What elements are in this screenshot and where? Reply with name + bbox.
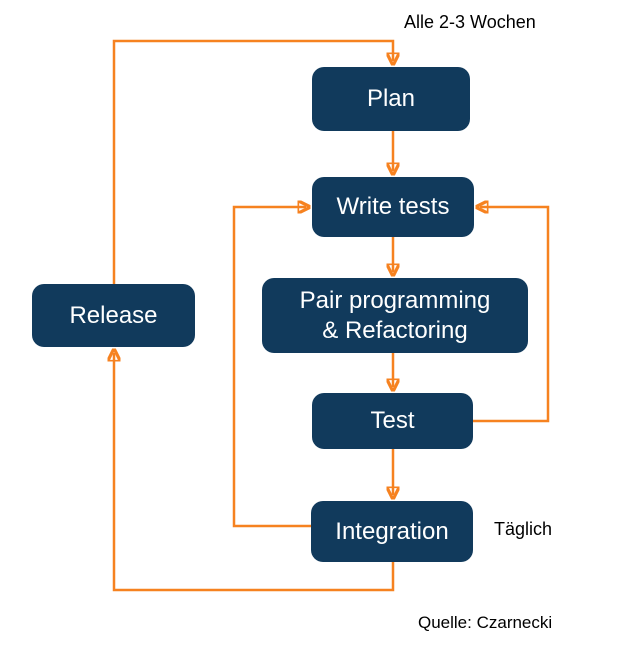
arrow-test-to-write-tests-right-loop: [473, 207, 550, 423]
node-integration-label: Integration: [335, 517, 449, 545]
node-integration: Integration: [311, 501, 473, 562]
source-credit: Quelle: Czarnecki: [418, 613, 553, 632]
node-test: Test: [312, 393, 473, 449]
node-pair-programming-refactoring: Pair programming & Refactoring: [262, 278, 528, 353]
node-pair-programming-label-line1: Pair programming: [299, 286, 491, 314]
cycle-duration-annotation: Alle 2-3 Wochen: [404, 12, 536, 32]
arrow-release-to-plan: [112, 39, 393, 284]
node-pair-programming-label-line2: & Refactoring: [322, 316, 468, 344]
node-plan-label: Plan: [366, 85, 416, 112]
node-write-tests: Write tests: [312, 177, 474, 237]
node-release: Release: [32, 284, 195, 347]
arrow-integration-to-release-bottom-loop: [114, 353, 395, 592]
node-write-tests-label: Write tests: [336, 193, 450, 220]
node-test-label: Test: [370, 407, 415, 434]
node-plan: Plan: [312, 67, 470, 131]
node-release-label: Release: [69, 301, 158, 329]
daily-annotation: Täglich: [494, 519, 553, 539]
arrow-integration-to-write-tests-left-loop: [232, 207, 311, 528]
